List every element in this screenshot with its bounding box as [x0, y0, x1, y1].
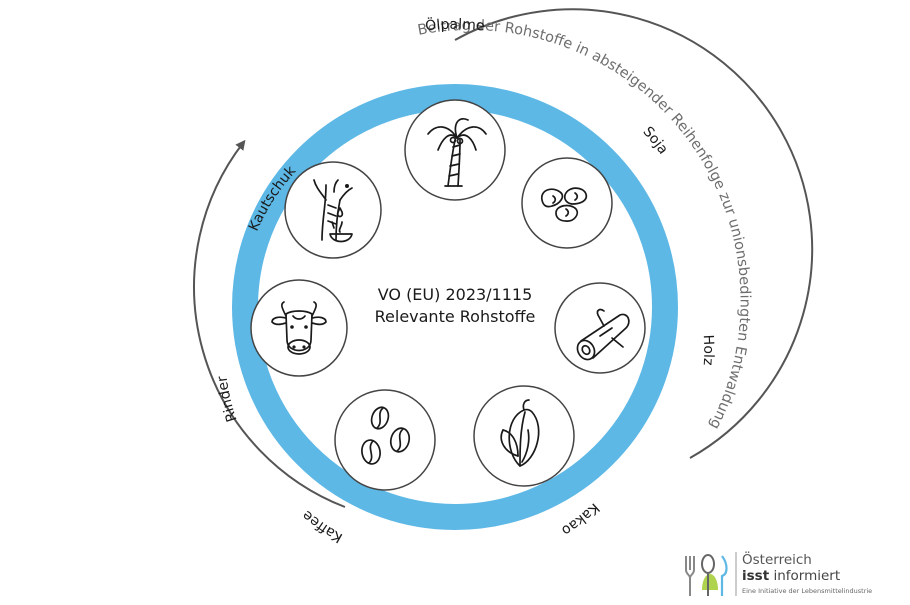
- ring-label-kakao: Kakao: [558, 500, 602, 539]
- cocoa-pod-icon: [500, 399, 540, 467]
- palm-tree-icon: [427, 118, 487, 187]
- commodity-holz: [554, 282, 646, 374]
- logo: Österreich isst informiert Eine Initiati…: [678, 550, 878, 600]
- cutlery-logo-icon: [685, 552, 737, 596]
- logo-line2-bold: isst: [742, 568, 770, 584]
- soybeans-icon: [541, 187, 588, 222]
- rubber-tree-icon: [313, 179, 353, 243]
- commodity-kautschuk: [284, 161, 382, 259]
- logo-line2: isst informiert: [742, 569, 840, 584]
- commodity-kaffee: [334, 389, 436, 491]
- ring-label-soja: Soja: [639, 124, 671, 158]
- logo-line1: Österreich: [742, 552, 812, 568]
- ring-label-holz: Holz: [700, 334, 717, 366]
- coffee-beans-icon: [361, 406, 411, 465]
- center-title: VO (EU) 2023/1115: [378, 285, 533, 304]
- left-arrow-arc: [193, 139, 346, 508]
- ring-label-rinder: Rinder: [214, 375, 240, 424]
- cow-icon: [271, 301, 327, 355]
- right-caption-arc: [454, 8, 814, 459]
- wood-log-icon: [576, 308, 630, 361]
- logo-line2-rest: informiert: [769, 568, 841, 584]
- ring-label-oelpalme: Ölpalme: [424, 15, 485, 34]
- commodity-kakao: [473, 385, 575, 487]
- commodity-oelpalme: [404, 99, 506, 201]
- commodity-rinder: [250, 279, 348, 377]
- commodity-ring: [232, 84, 678, 530]
- ring-label-kaffee: Kaffee: [299, 507, 345, 546]
- commodity-soja: [521, 157, 613, 249]
- logo-line3: Eine Initiative der Lebensmittelindustri…: [742, 587, 873, 595]
- center-subtitle: Relevante Rohstoffe: [375, 307, 536, 326]
